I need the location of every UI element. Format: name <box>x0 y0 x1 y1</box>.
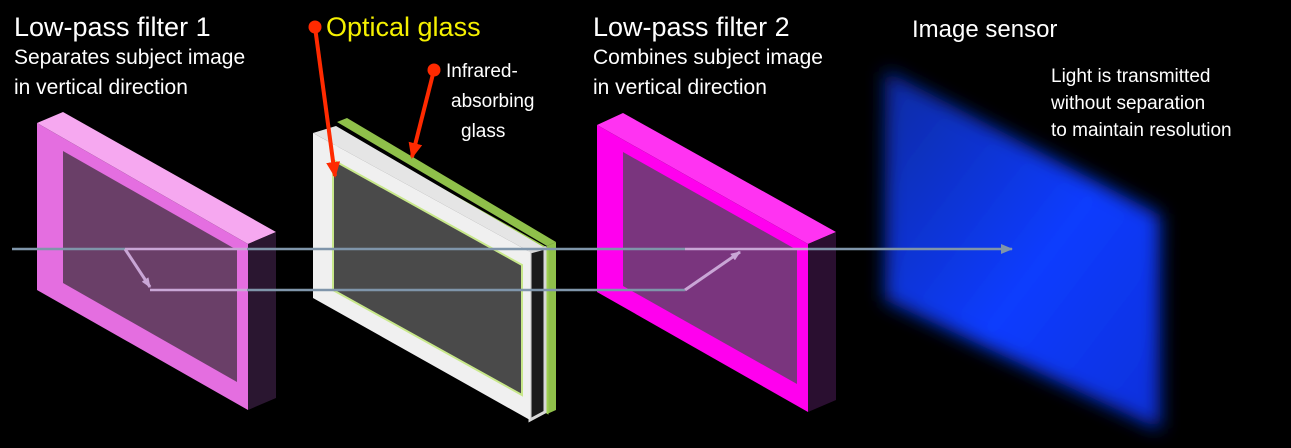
image-sensor-description-line-1: Light is transmitted <box>1051 66 1211 87</box>
filter-2-description-line-1: Combines subject image <box>593 46 823 69</box>
image-sensor-plate <box>885 70 1160 430</box>
filter-2-title: Low-pass filter 2 <box>593 12 790 42</box>
low-pass-filter-1-plate <box>37 112 276 410</box>
filter-1-description-line-2: in vertical direction <box>14 76 188 99</box>
image-sensor-title: Image sensor <box>912 16 1058 43</box>
optical-glass-plate <box>313 126 547 423</box>
infrared-glass-pointer <box>408 63 441 159</box>
light-path <box>12 244 1013 292</box>
infrared-glass-label-line-3: glass <box>461 121 506 142</box>
infrared-glass-label-line-1: Infrared- <box>446 61 518 82</box>
filter-2-description-line-2: in vertical direction <box>593 76 767 99</box>
filter-1-title: Low-pass filter 1 <box>14 12 211 42</box>
low-pass-filter-2-plate <box>597 113 836 412</box>
optical-glass-label: Optical glass <box>326 12 481 42</box>
image-sensor-description-line-3: to maintain resolution <box>1051 120 1232 141</box>
infrared-glass-label-line-2: absorbing <box>451 91 535 112</box>
image-sensor-description-line-2: without separation <box>1051 93 1206 114</box>
optical-glass-pointer <box>308 20 341 178</box>
filter-1-description-line-1: Separates subject image <box>14 46 246 69</box>
